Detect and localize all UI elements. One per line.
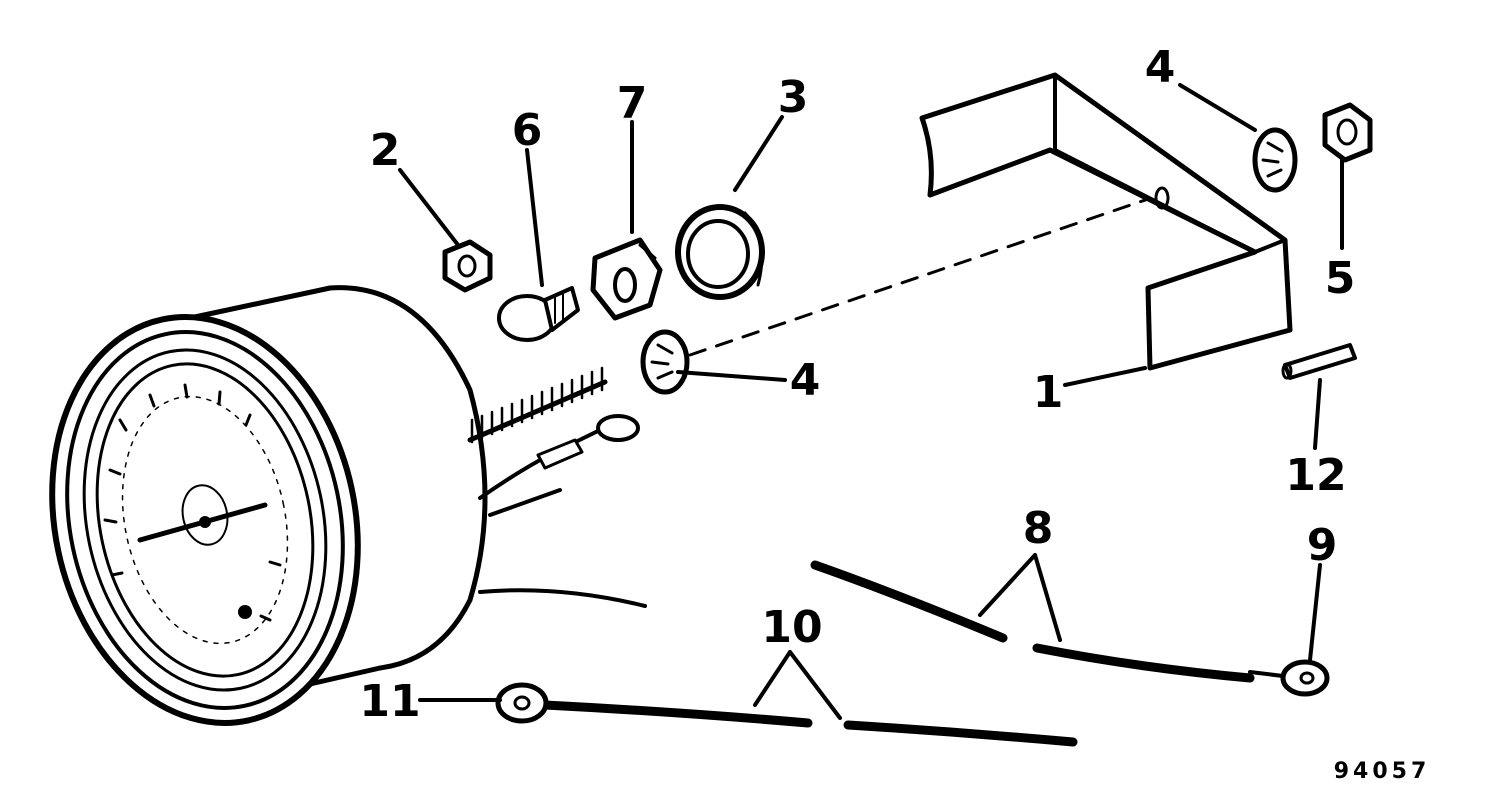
- lockwasher-lower-part: [640, 329, 690, 395]
- callout-12: 12: [1285, 450, 1346, 501]
- sleeve-part: [1281, 343, 1357, 380]
- lead-10-part: [540, 700, 1078, 747]
- callout-3: 3: [778, 72, 809, 123]
- callout-1: 1: [1033, 367, 1064, 418]
- grommet-part: [675, 204, 765, 300]
- terminal-11-part: [495, 682, 549, 724]
- lead-8-part: [810, 560, 1255, 683]
- alignment-line: [688, 193, 1162, 357]
- mounting-bracket-part: [919, 72, 1293, 371]
- callout-2: 2: [370, 125, 401, 176]
- callout-4-lower: 4: [790, 355, 821, 406]
- callout-7: 7: [617, 78, 648, 129]
- terminal-9-part: [1248, 659, 1330, 697]
- socket-part: [590, 237, 663, 321]
- callout-10: 10: [761, 602, 822, 653]
- hex-nut-part: [1322, 102, 1373, 163]
- bulb-part: [497, 286, 580, 342]
- callout-4-upper: 4: [1145, 42, 1176, 93]
- callout-labels: 2 6 7 3 4 5 4 1 12 8 9 10 11 94057: [359, 42, 1431, 784]
- nut-small-part: [442, 239, 493, 293]
- callout-9: 9: [1307, 520, 1338, 571]
- tachometer-gauge: [49, 285, 647, 726]
- figure-number: 94057: [1334, 759, 1431, 784]
- callout-6: 6: [512, 105, 543, 156]
- callout-5: 5: [1325, 253, 1356, 304]
- lockwasher-upper-part: [1252, 127, 1298, 193]
- leader-lines: [398, 83, 1344, 720]
- callout-8: 8: [1023, 503, 1054, 554]
- callout-11: 11: [359, 676, 420, 727]
